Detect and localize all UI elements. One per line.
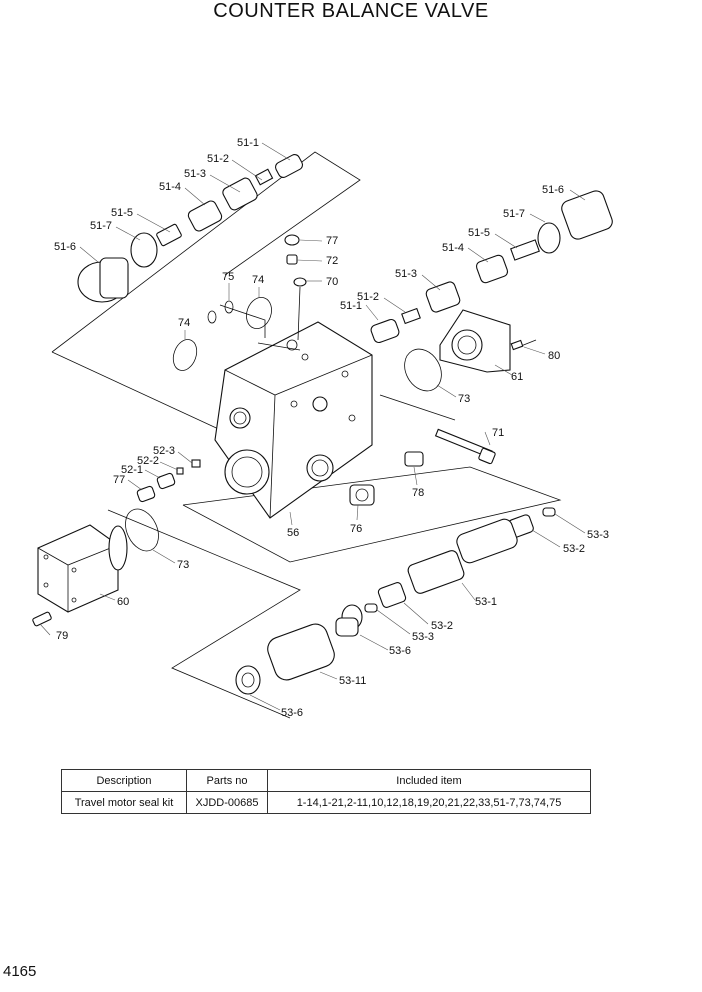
callout-73-left: 73	[177, 559, 189, 571]
callout-53-6-b: 53-6	[281, 707, 303, 719]
callout-56: 56	[287, 527, 299, 539]
callout-52-3: 52-3	[153, 445, 175, 457]
callout-74-b: 74	[178, 317, 190, 329]
callout-78: 78	[412, 487, 424, 499]
cartridge-assembly-upper-left	[77, 154, 304, 303]
plugs-top	[284, 234, 307, 341]
callout-51-3-right: 51-3	[395, 268, 417, 280]
page-number: 4165	[3, 963, 37, 980]
callout-77-left: 77	[113, 474, 125, 486]
table-cell-parts-no: XJDD-00685	[186, 791, 268, 814]
callout-61: 61	[511, 371, 523, 383]
flange-cover-61	[439, 309, 537, 373]
callout-72: 72	[326, 255, 338, 267]
socket-bolt-71	[434, 428, 496, 465]
page-title: COUNTER BALANCE VALVE	[213, 0, 489, 22]
callout-51-5-left: 51-5	[111, 207, 133, 219]
callout-79: 79	[56, 630, 68, 642]
table-row: Travel motor seal kit XJDD-00685 1-14,1-…	[61, 791, 591, 814]
callout-74-a: 74	[252, 274, 264, 286]
callout-51-1-top: 51-1	[237, 137, 259, 149]
callout-51-2-right: 51-2	[357, 291, 379, 303]
callout-52-2: 52-2	[137, 455, 159, 467]
callout-53-6-a: 53-6	[389, 645, 411, 657]
callout-51-4-right: 51-4	[442, 242, 464, 254]
table-header-included-item: Included item	[267, 769, 591, 792]
cartridge-assembly-upper-right	[370, 190, 613, 344]
callout-51-7-right: 51-7	[503, 208, 525, 220]
cover-block-60	[32, 524, 128, 627]
callout-53-2-b: 53-2	[431, 620, 453, 632]
callout-76: 76	[350, 523, 362, 535]
callout-53-3-b: 53-3	[412, 631, 434, 643]
callout-53-2-a: 53-2	[563, 543, 585, 555]
check-valve-parts-52	[136, 459, 201, 503]
callout-51-7-left: 51-7	[90, 220, 112, 232]
callout-51-1-right: 51-1	[340, 300, 362, 312]
callout-71: 71	[492, 427, 504, 439]
callout-75: 75	[222, 271, 234, 283]
callout-51-5-right: 51-5	[468, 227, 490, 239]
callout-51-2-top: 51-2	[207, 153, 229, 165]
callout-80: 80	[548, 350, 560, 362]
callout-51-6-left: 51-6	[54, 241, 76, 253]
leader-lines	[39, 142, 586, 711]
table-cell-description: Travel motor seal kit	[61, 791, 187, 814]
callout-60: 60	[117, 596, 129, 608]
callout-53-11: 53-11	[339, 675, 366, 687]
callout-51-4-top: 51-4	[159, 181, 181, 193]
callout-51-6-right: 51-6	[542, 184, 564, 196]
spool-assembly-53	[235, 507, 556, 695]
table-header-parts-no: Parts no	[186, 769, 268, 792]
callout-73-right: 73	[458, 393, 470, 405]
callout-52-1: 52-1	[121, 464, 143, 476]
callout-labels: 51-1 51-2 51-3 51-4 51-5 51-7 51-6 51-6 …	[54, 137, 609, 719]
callout-53-1: 53-1	[475, 596, 497, 608]
parts-kit-table: Description Parts no Included item Trave…	[61, 769, 591, 814]
callout-77-top: 77	[326, 235, 338, 247]
callout-51-3-top: 51-3	[184, 168, 206, 180]
table-cell-included-item: 1-14,1-21,2-11,10,12,18,19,20,21,22,33,5…	[267, 791, 591, 814]
callout-70: 70	[326, 276, 338, 288]
assembly-guide-lines	[51, 151, 562, 719]
callout-53-3-a: 53-3	[587, 529, 609, 541]
valve-body-56	[214, 321, 373, 519]
table-header-row: Description Parts no Included item	[61, 769, 591, 792]
table-header-description: Description	[61, 769, 187, 792]
plugs-right	[349, 451, 424, 506]
o-rings	[125, 297, 442, 552]
